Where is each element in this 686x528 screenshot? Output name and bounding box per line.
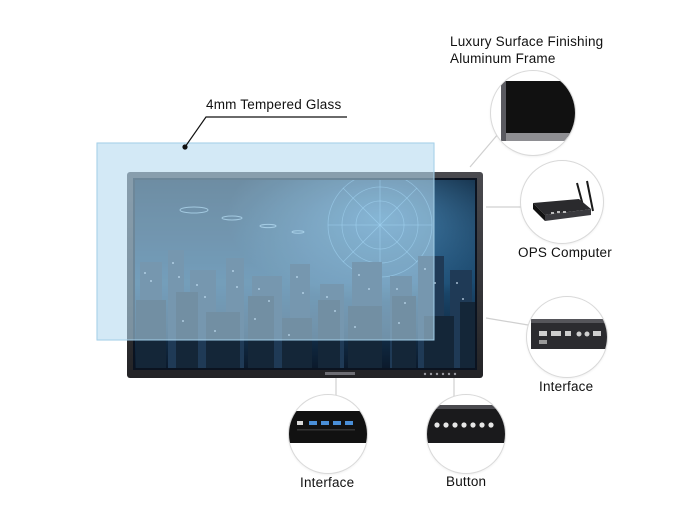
interface-bottom-label: Interface — [300, 475, 355, 490]
ops-computer-callout — [520, 160, 604, 244]
tempered-glass-label: 4mm Tempered Glass — [206, 97, 342, 112]
interface-bottom-callout — [288, 394, 368, 474]
glass-pointer — [184, 116, 347, 148]
tempered-glass-panel — [96, 142, 435, 341]
button-label: Button — [446, 474, 487, 489]
button-callout — [426, 394, 506, 474]
interface-right-callout — [526, 296, 608, 378]
ops-computer-label: OPS Computer — [518, 245, 612, 260]
frame-label-line2: Aluminum Frame — [450, 51, 556, 66]
bottom-bezel-details — [325, 372, 457, 376]
frame-label-line1: Luxury Surface Finishing — [450, 34, 604, 49]
frame-corner-callout — [490, 70, 576, 156]
interface-right-label: Interface — [539, 379, 594, 394]
